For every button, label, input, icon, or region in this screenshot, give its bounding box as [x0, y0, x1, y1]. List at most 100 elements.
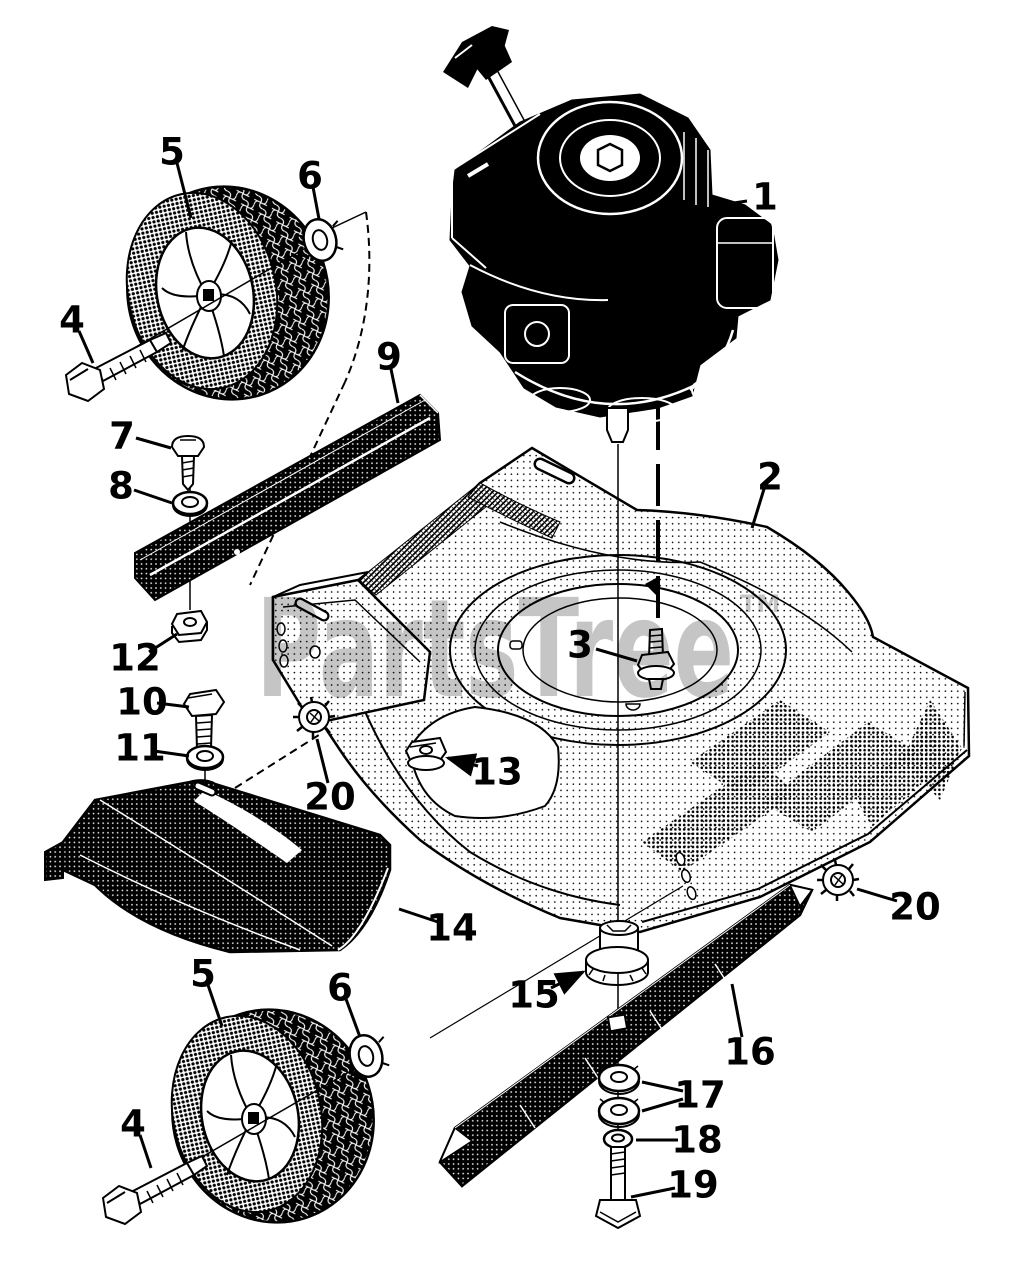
part-number-blade-washer-pair: 17: [674, 1074, 726, 1117]
part-number-handle-bracket-nut: 12: [109, 637, 161, 680]
leader-line-handle-bracket-screw: [135, 436, 172, 450]
handle-bracket-washer: [171, 490, 209, 517]
handle-bracket-nut: [170, 609, 209, 644]
leader-line-lower-handle-bar: [389, 368, 400, 404]
rear-wheel: [144, 1008, 375, 1224]
label-blade-adapter: 15: [508, 970, 586, 1017]
blade: [438, 883, 814, 1188]
leader-line-handle-bracket-nut: [148, 632, 178, 654]
leader-line-front-wheel: [175, 162, 193, 219]
part-number-handle-bracket-washer: 8: [108, 465, 134, 508]
part-number-engine-mounting-bolt: 3: [567, 624, 593, 667]
leader-line-deck-flange-nut-right: [856, 887, 898, 903]
blade-lock-washer: [602, 1128, 634, 1150]
leader-line-rear-wheel-bolt: [138, 1134, 153, 1169]
label-front-wheel-washer: 6: [297, 155, 323, 220]
engine: [443, 26, 779, 443]
leader-line-engine-mounting-bolt: [595, 647, 638, 663]
part-number-deck-flange-nut-left: 20: [304, 776, 356, 819]
leader-line-handle-bracket-washer: [133, 488, 173, 505]
label-blade-washer-pair: 17: [641, 1074, 726, 1117]
part-number-front-wheel-washer: 6: [297, 155, 323, 198]
rear-wheel-washer: [341, 1034, 390, 1078]
deflector-bolt: [182, 688, 226, 751]
leader-line-blade-adapter: [550, 970, 586, 995]
leader-line-deflector-washer: [153, 749, 190, 758]
part-number-handle-bracket-screw: 7: [109, 415, 135, 458]
deck-flange-nut-right: [817, 859, 860, 901]
part-number-rear-wheel-bolt: 4: [120, 1103, 146, 1146]
blade-washer-lower: [597, 1096, 641, 1128]
label-deck-flange-nut-right: 20: [856, 886, 941, 929]
label-front-wheel-bolt: 4: [59, 299, 95, 364]
part-number-rear-wheel-washer: 6: [327, 967, 353, 1010]
leader-line-blade: [730, 983, 744, 1038]
leader-line-blade-bolt: [630, 1186, 676, 1199]
leader-line-deck-flange-nut-left: [315, 738, 330, 784]
leader-line-mower-deck: [750, 488, 766, 529]
part-number-deflector-washer: 11: [114, 727, 166, 770]
deck-flange-nut-left: [293, 696, 336, 738]
label-blade-lock-washer: 18: [636, 1119, 723, 1162]
part-number-deflector-bolt: 10: [116, 681, 168, 724]
part-number-deflector-shield: 14: [426, 907, 478, 950]
leader-line-front-wheel-washer: [311, 186, 321, 220]
part-number-lower-handle-bar: 9: [376, 336, 402, 379]
part-number-engine: 1: [752, 176, 778, 219]
watermark-text: PartsTree: [256, 571, 734, 729]
deck-nut: [404, 736, 448, 771]
part-number-front-wheel-bolt: 4: [59, 299, 85, 342]
front-wheel-washer: [295, 218, 344, 262]
label-deflector-shield: 14: [398, 907, 478, 950]
part-number-rear-wheel: 5: [190, 953, 216, 996]
blade-bolt: [594, 1146, 642, 1230]
label-rear-wheel-washer: 6: [327, 967, 362, 1038]
lower-handle-bar: [134, 393, 442, 602]
label-front-wheel: 5: [159, 131, 193, 219]
deck-bracket: [271, 571, 432, 726]
leader-line-blade-washer-pair: [641, 1097, 684, 1113]
leader-line-deflector-shield: [398, 907, 439, 924]
part-number-deck-flange-nut-right: 20: [889, 886, 941, 929]
label-blade-bolt: 19: [630, 1164, 719, 1207]
label-rear-wheel-bolt: 4: [120, 1103, 153, 1169]
part-number-blade-lock-washer: 18: [671, 1119, 723, 1162]
leader-line-deflector-bolt: [156, 701, 190, 709]
deflector-washer: [185, 744, 225, 771]
part-number-mower-deck: 2: [757, 456, 783, 499]
deflector-shield: [44, 779, 392, 954]
leader-line-blade-washer-pair: [641, 1080, 684, 1093]
label-handle-bracket-screw: 7: [109, 415, 172, 458]
label-handle-bracket-nut: 12: [109, 632, 178, 680]
leader-line-deck-nut: [445, 753, 479, 777]
engine-mounting-bolt: [636, 627, 676, 690]
front-wheel: [99, 185, 330, 401]
label-lower-handle-bar: 9: [376, 336, 402, 404]
label-engine-mounting-bolt: 3: [567, 624, 638, 667]
front-wheel-bolt: [64, 331, 173, 403]
leader-line-rear-wheel: [206, 984, 224, 1027]
blade-washer-upper: [597, 1063, 641, 1095]
leader-line-engine: [713, 199, 748, 208]
rear-wheel-bolt: [101, 1154, 209, 1226]
handle-bracket-screw: [170, 434, 206, 492]
watermark: PartsTree TM: [256, 571, 780, 729]
label-blade: 16: [724, 983, 776, 1074]
watermark-tm: TM: [740, 590, 780, 618]
part-number-blade-adapter: 15: [508, 974, 560, 1017]
label-engine: 1: [713, 176, 778, 219]
label-rear-wheel: 5: [190, 953, 224, 1027]
label-deflector-bolt: 10: [116, 681, 190, 724]
part-number-blade-bolt: 19: [667, 1164, 719, 1207]
label-deflector-washer: 11: [114, 727, 190, 770]
label-handle-bracket-washer: 8: [108, 465, 173, 508]
label-deck-flange-nut-left: 20: [304, 738, 356, 819]
engine-shaft: [606, 407, 629, 443]
part-number-deck-nut: 13: [471, 751, 523, 794]
label-deck-nut: 13: [445, 751, 523, 794]
leader-line-rear-wheel-washer: [344, 998, 362, 1038]
blade-adapter: [585, 920, 649, 986]
